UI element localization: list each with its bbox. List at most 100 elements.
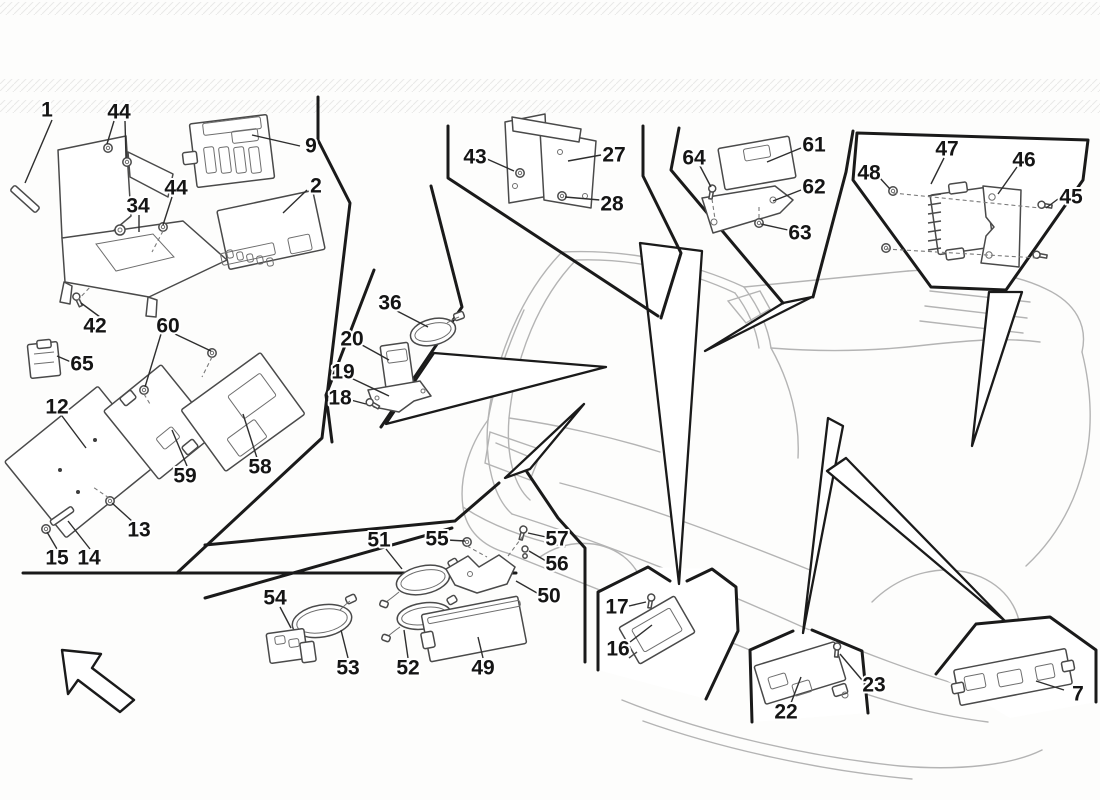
callout-leader-line — [144, 333, 162, 388]
part-22-module — [753, 641, 849, 705]
car-sketch-line — [506, 552, 989, 723]
car-sketch-line — [507, 259, 577, 501]
part-7-module — [950, 648, 1076, 706]
car-sketch-line — [770, 347, 799, 459]
callout-leader-line — [628, 601, 647, 607]
panel-border — [641, 124, 683, 320]
callout-leader-line — [446, 539, 466, 542]
pointer-wedge — [503, 402, 586, 480]
part-label-44: 44 — [164, 177, 188, 200]
assembly-dashed-line — [711, 198, 716, 220]
car-sketch-line — [461, 419, 508, 554]
part-label-7: 7 — [1072, 683, 1084, 706]
car-sketch-line — [726, 290, 771, 324]
part-label-1: 1 — [41, 99, 53, 122]
part-label-12: 12 — [45, 396, 68, 419]
part-label-9: 9 — [305, 135, 317, 158]
panel-borders — [21, 95, 1098, 724]
callout-leader-line — [1035, 680, 1065, 691]
car-sketch-line — [743, 270, 909, 288]
assembly-dashed-line — [92, 486, 110, 499]
callout-leader-line — [174, 333, 212, 352]
panel-border — [203, 526, 454, 600]
part-label-44: 44 — [107, 101, 131, 124]
part-label-49: 49 — [471, 657, 494, 680]
callout-leader-line — [282, 189, 308, 214]
pointer-wedge — [825, 456, 1007, 623]
callout-leader-line — [124, 120, 127, 159]
callout-leader-line — [61, 415, 87, 449]
part-label-54: 54 — [263, 587, 287, 610]
callout-leader-line — [279, 606, 292, 629]
part-label-63: 63 — [788, 222, 811, 245]
callout-leader-line — [403, 629, 409, 659]
part-54-connector — [265, 628, 317, 664]
pointer-wedge — [970, 290, 1024, 448]
panel-border — [685, 567, 740, 701]
assembly-dashed-line — [507, 535, 524, 557]
car-sketch-line — [621, 699, 1043, 769]
panel-border — [748, 629, 795, 724]
fasteners — [41, 143, 1053, 658]
part-label-58: 58 — [248, 456, 272, 479]
part-label-56: 56 — [545, 553, 568, 576]
panel-border — [203, 481, 501, 547]
callout-leader-line — [56, 355, 72, 363]
callout-leader-line — [111, 502, 134, 523]
part-58-module — [181, 352, 305, 472]
part-label-48: 48 — [857, 162, 881, 185]
panel-border — [175, 95, 352, 575]
part-label-18: 18 — [328, 387, 352, 410]
callout-leader-line — [997, 166, 1018, 195]
part-label-16: 16 — [606, 638, 629, 661]
part-1-pin — [10, 185, 40, 213]
part-label-23: 23 — [862, 674, 885, 697]
callout-leader-line — [477, 636, 484, 659]
part-label-50: 50 — [537, 585, 560, 608]
pointer-wedge — [638, 241, 704, 586]
part-label-14: 14 — [77, 547, 101, 570]
callout-leader-line — [839, 653, 863, 681]
part-65-connector — [26, 338, 62, 380]
part-label-47: 47 — [935, 138, 958, 161]
callout-leader-line — [242, 413, 258, 459]
part-label-13: 13 — [127, 519, 150, 542]
callout-leader-line — [1045, 198, 1059, 209]
callout-leader-lines — [24, 119, 1065, 704]
panel-border — [596, 565, 672, 672]
part-label-60: 60 — [156, 315, 179, 338]
callout-leader-line — [80, 302, 101, 318]
callout-leader-line — [162, 196, 173, 226]
part-59-module — [103, 364, 217, 480]
part-label-2: 2 — [310, 175, 322, 198]
assembly-dashed-lines — [76, 192, 1041, 558]
callout-leader-line — [106, 120, 115, 145]
direction-arrow-icon — [60, 648, 136, 714]
assembly-dashed-line — [892, 192, 1041, 209]
callout-leader-line — [760, 223, 789, 231]
panel-border — [810, 628, 870, 715]
part-label-27: 27 — [602, 144, 625, 167]
part-20-module — [379, 341, 415, 391]
assembly-dashed-line — [885, 248, 1039, 259]
part-34-bracket — [57, 135, 228, 318]
part-label-42: 42 — [83, 315, 106, 338]
car-sketch-line — [511, 513, 981, 692]
part-53-antenna — [285, 593, 358, 655]
part-16-module — [618, 595, 696, 665]
part-label-17: 17 — [605, 596, 628, 619]
part-27-bracket — [504, 113, 597, 209]
part-label-64: 64 — [682, 147, 706, 170]
car-sketch-line — [462, 506, 566, 548]
callout-leader-line — [46, 531, 58, 550]
watermark-band — [0, 100, 1100, 113]
callout-leader-line — [878, 176, 891, 190]
part-label-15: 15 — [45, 547, 69, 570]
callout-leader-line — [24, 119, 53, 184]
callout-leader-line — [251, 134, 301, 147]
callout-leader-line — [564, 196, 601, 201]
callout-leader-line — [350, 377, 390, 397]
part-36-antenna — [409, 310, 466, 347]
